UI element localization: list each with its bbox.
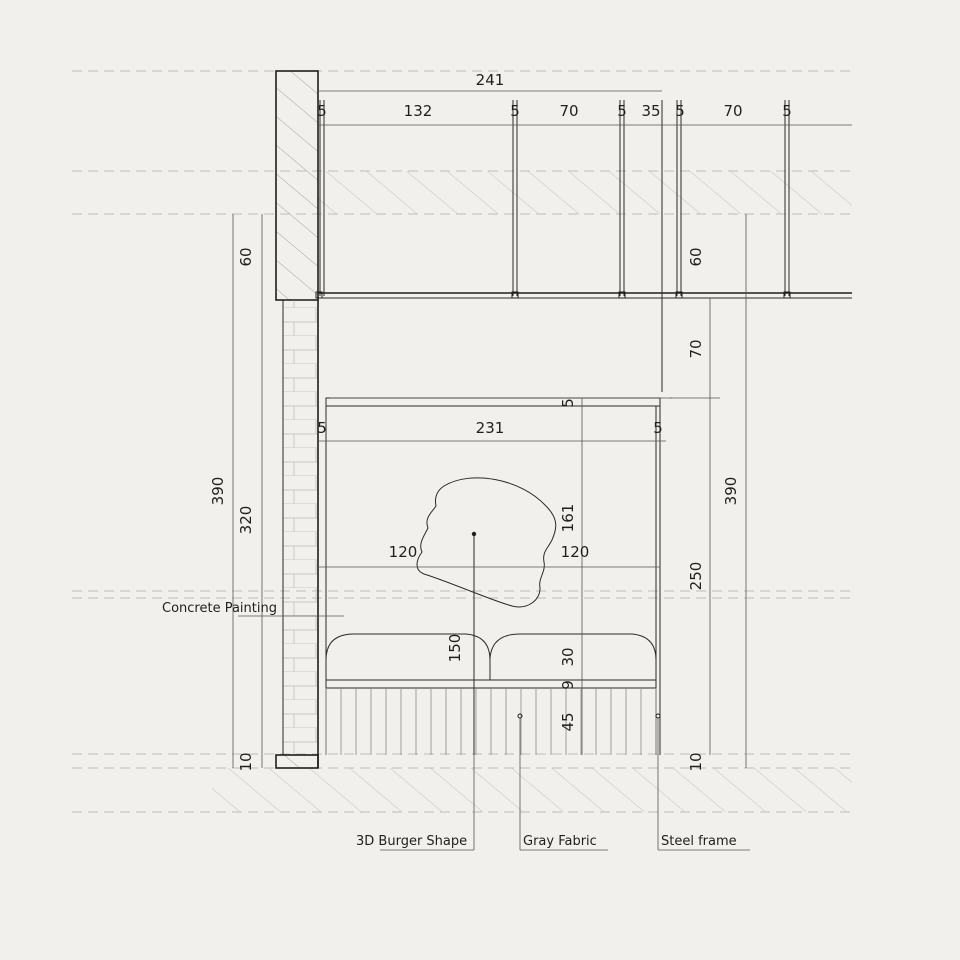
material-labels: Concrete Painting 3D Burger Shape Gray F… [162,601,737,849]
dim-seam: 9 [559,680,577,690]
dim-base-height: 45 [559,712,577,731]
dim-top-seg-2: 132 [404,102,433,120]
dim-top-seg-9: 5 [782,102,792,120]
label-gray-fabric: Gray Fabric [523,834,597,849]
label-burger-shape: 3D Burger Shape [356,834,467,849]
dimension-lines [232,90,852,768]
dimension-texts: 241 5 132 5 70 5 35 5 70 5 60 390 320 10… [209,71,792,772]
concrete-column [275,70,319,769]
sofa-seam-band [325,679,657,689]
dim-shape-height: 161 [559,504,577,533]
dim-right-upper: 60 [687,247,705,266]
dim-left-mid: 320 [237,506,255,535]
dim-left-upper: 60 [237,247,255,266]
dim-frame-top: 5 [559,398,577,408]
dim-top-seg-5: 5 [617,102,627,120]
ceiling-slab [318,171,852,214]
dim-right-base: 10 [687,752,705,771]
dim-top-seg-8: 70 [723,102,742,120]
dim-right-overall: 390 [722,477,740,506]
dim-frame-left: 5 [317,419,327,437]
dim-top-seg-7: 5 [675,102,685,120]
dim-top-seg-3: 5 [510,102,520,120]
dim-cushion: 30 [559,647,577,666]
dim-top-total: 241 [476,71,505,89]
floor-slab [212,768,852,812]
dim-top-seg-4: 70 [559,102,578,120]
dim-left-base: 10 [237,752,255,771]
label-steel-frame: Steel frame [661,834,737,849]
dim-right-mid: 250 [687,562,705,591]
dim-frame-width: 231 [476,419,505,437]
sofa-cushions [325,633,657,681]
dim-top-seg-6: 35 [641,102,660,120]
burger-shape [416,477,557,755]
steel-frame [325,397,661,755]
dim-shape-left: 120 [389,543,418,561]
leader-lines [238,615,750,851]
dim-shape-stand: 150 [446,634,464,663]
dim-top-seg-1: 5 [317,102,327,120]
dim-right-gap: 70 [687,339,705,358]
label-concrete-painting: Concrete Painting [162,601,277,616]
dim-frame-right: 5 [653,419,663,437]
dim-shape-right: 120 [561,543,590,561]
steel-rods [315,100,852,392]
dim-left-overall: 390 [209,477,227,506]
sofa-base [325,679,657,755]
